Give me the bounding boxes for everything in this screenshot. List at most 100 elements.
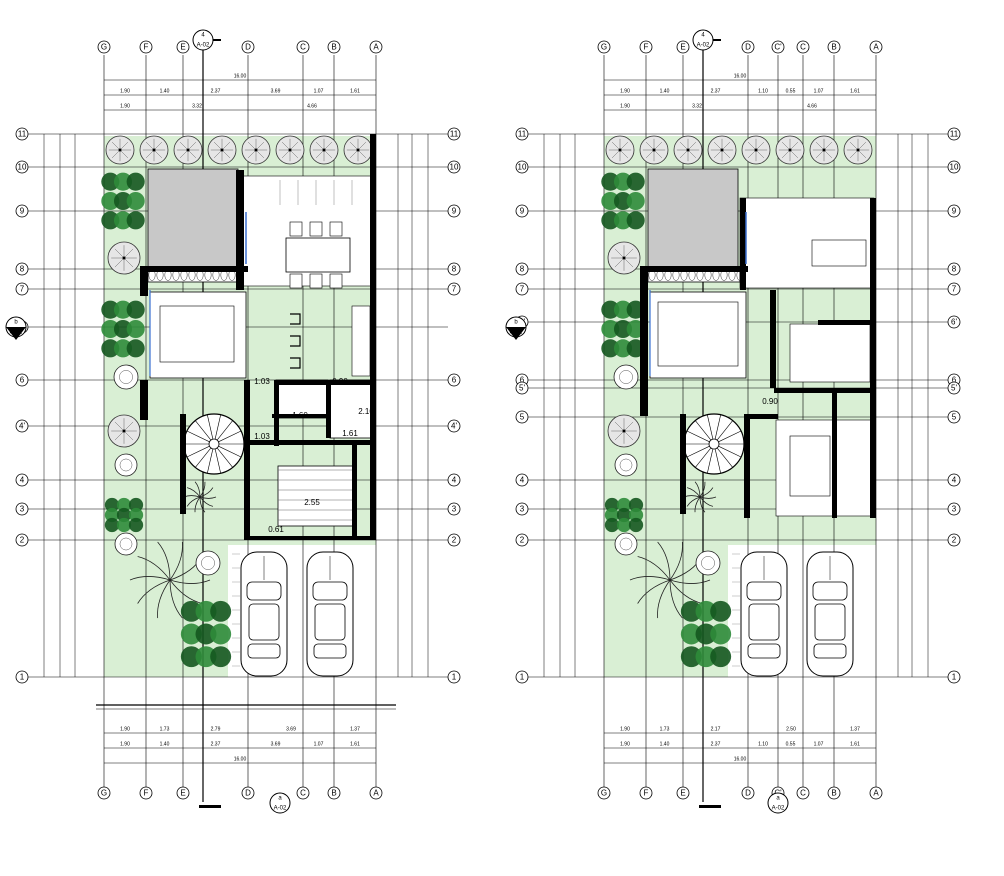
dimension-value: 2.50 — [786, 726, 796, 732]
bathroom-front — [835, 419, 873, 517]
grid-bubble-left-circle — [15, 670, 29, 684]
shrub-inner — [119, 537, 133, 551]
grid-bubble-left-circle — [15, 262, 29, 276]
grid-bubble-bottom-label: B — [331, 789, 336, 798]
wall — [774, 388, 874, 393]
tree-branch — [323, 149, 333, 159]
tree-branch — [179, 149, 189, 159]
spiral-step — [195, 447, 212, 468]
grid-bubble-right-label: 6 — [952, 376, 957, 385]
grid-bubble-bottom-circle — [869, 786, 883, 800]
bottom-section-marker — [767, 792, 789, 814]
tree-branch — [357, 149, 367, 159]
grid-bubble-bottom-circle — [139, 786, 153, 800]
grid-bubble-left-circle — [15, 204, 29, 218]
dining-chair — [309, 221, 323, 237]
tree-branch — [679, 141, 689, 151]
tree-trunk — [254, 148, 258, 152]
pool — [147, 168, 239, 268]
grid-bubble-top-circle — [176, 40, 190, 54]
grid-bubble-bottom-circle — [369, 786, 383, 800]
grid-bubble-bottom-label: D — [745, 789, 751, 798]
dimension-value: 1.90 — [120, 88, 130, 94]
grid-bubble-bottom-circle — [796, 786, 810, 800]
grid-bubble-right-circle — [947, 160, 961, 174]
grid-bubble-bottom-label: E — [180, 789, 185, 798]
grid-bubble-left-circle — [15, 127, 29, 141]
tree-trunk — [122, 429, 126, 433]
grid-bubble-top-label: D — [745, 43, 751, 52]
grid-bubble-right-label: 2 — [452, 536, 457, 545]
room-dimension: 1.61 — [342, 429, 358, 438]
tree-branch — [857, 141, 867, 151]
grid-bubble-left-circle — [515, 410, 529, 424]
dimension-value: 3.32 — [692, 103, 702, 109]
tree-branch — [255, 141, 265, 151]
wall — [832, 392, 837, 518]
palm-frond — [199, 496, 214, 507]
planting-cluster — [628, 517, 644, 533]
grid-bubble-right-circle — [447, 373, 461, 387]
dimension-value: 1.61 — [850, 88, 860, 94]
palm-frond — [699, 496, 714, 507]
grid-bubble-left-circle — [515, 381, 529, 395]
tree-branch — [187, 149, 197, 159]
wall — [818, 320, 874, 325]
grid-bubble-right-circle — [447, 282, 461, 296]
planting-cluster — [604, 517, 620, 533]
grid-bubble-bottom-label: C — [800, 789, 806, 798]
wall — [274, 380, 279, 446]
palm-frond — [694, 481, 701, 498]
palm-frond — [669, 579, 703, 604]
section-tick — [199, 805, 221, 808]
planting-cluster — [616, 507, 632, 523]
grid-bubble-top-circle — [97, 40, 111, 54]
grid-bubble-left-circle — [15, 473, 29, 487]
spiral-step — [195, 420, 212, 441]
wall — [870, 198, 876, 518]
planting-cluster — [613, 319, 633, 339]
section-tick — [699, 805, 721, 808]
grid-bubble-right-label: 1 — [452, 673, 457, 682]
grid-bubble-right-circle — [447, 127, 461, 141]
palm-frond — [199, 481, 206, 498]
grid-bubble-right-label: 9 — [952, 207, 957, 216]
tree-branch — [315, 149, 325, 159]
planting-cluster — [128, 507, 144, 523]
planting-cluster — [626, 211, 645, 230]
planting-cluster — [180, 623, 202, 645]
tree-trunk — [686, 148, 690, 152]
grid-bubble-bottom-circle — [597, 786, 611, 800]
car-roof — [248, 603, 280, 641]
spiral-step — [207, 448, 214, 474]
grid-bubble-right-label: 5 — [952, 413, 957, 422]
spiral-step — [707, 448, 714, 474]
wall — [140, 380, 148, 420]
wall — [244, 380, 250, 540]
spiral-step — [216, 447, 233, 468]
grid-bubble-right-label: 4 — [452, 476, 457, 485]
grid-bubble-left-label: 1 — [20, 673, 25, 682]
palm-frond — [186, 496, 201, 507]
spiral-step — [714, 414, 721, 440]
tree-trunk — [856, 148, 860, 152]
tree-branch — [815, 141, 825, 151]
tree-branch — [145, 141, 155, 151]
grid-bubble-right-label: 6' — [951, 318, 957, 327]
palm-frond — [199, 496, 206, 513]
wall — [352, 445, 357, 540]
planting-cluster — [695, 623, 717, 645]
tree-trunk — [822, 148, 826, 152]
spiral-step — [686, 430, 710, 443]
spiral-core — [708, 438, 720, 450]
grid-bubble-left-circle — [15, 419, 29, 433]
grid-bubble-bottom-circle — [296, 786, 310, 800]
room-dimension: 0.61 — [268, 525, 284, 534]
planting-cluster — [180, 646, 202, 668]
tree-branch — [119, 141, 129, 151]
grid-bubble-left-label: 5' — [519, 384, 525, 393]
spiral-step — [218, 430, 242, 443]
tree-branch — [221, 149, 231, 159]
stair-run — [277, 465, 355, 527]
